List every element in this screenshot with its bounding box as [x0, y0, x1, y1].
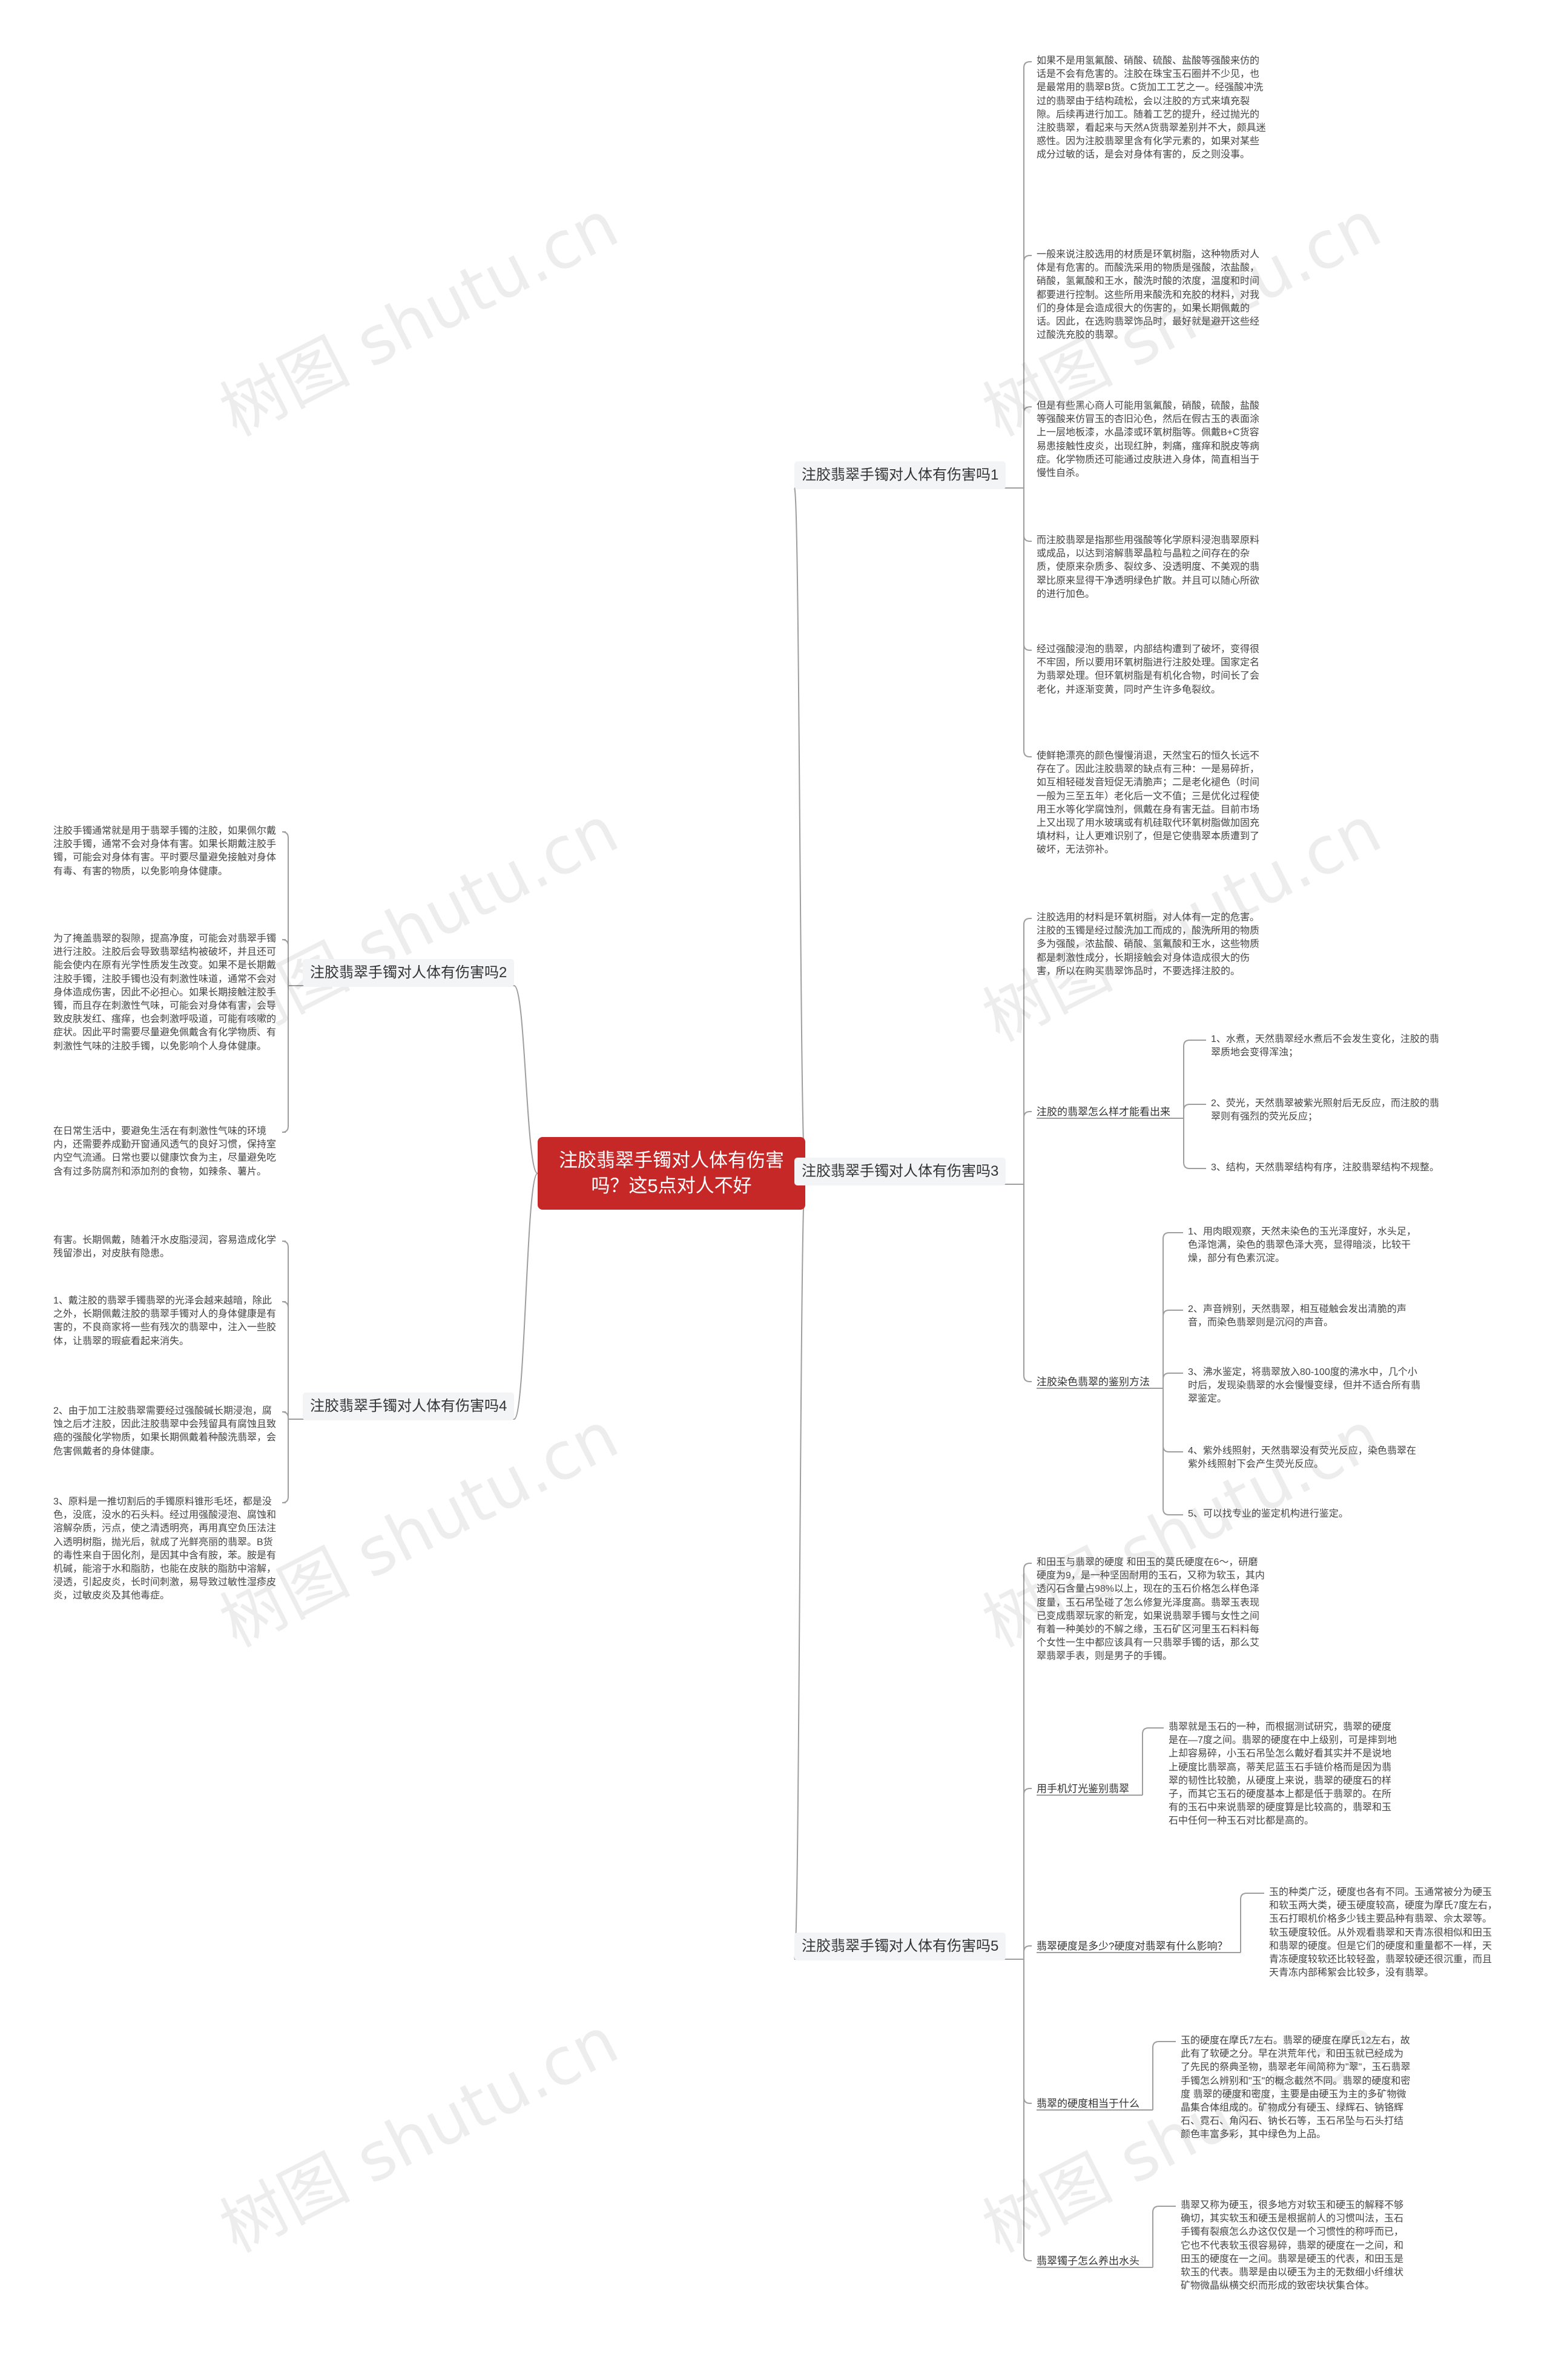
branch-2-leaf-1: 注胶手镯通常就是用于翡翠手镯的注胶，如果佩尔戴注胶手镯，通常不会对身体有害。如果… — [53, 826, 277, 877]
branch-2-leaf-3: 在日常生活中，要避免生活在有刺激性气味的环境内，还需要养成勤开窗通风透气的良好习… — [53, 1126, 277, 1177]
branch-5-sub-2[interactable]: 翡翠硬度是多少?硬度对翡翠有什么影响？ — [1037, 1940, 1228, 1952]
root-topic[interactable]: 注胶翡翠手镯对人体有伤害吗？这5点对人不好 — [538, 1137, 805, 1210]
branch-1-leaf-6: 使鲜艳漂亮的颜色慢慢消退，天然宝石的恒久长远不存在了。因此注胶翡翠的缺点有三种：… — [1037, 751, 1260, 855]
branch-1-leaf-5: 经过强酸浸泡的翡翠，内部结构遭到了破坏，变得很不牢固，所以要用环氧树脂进行注胶处… — [1037, 644, 1260, 695]
branch-5-sub-1[interactable]: 用手机灯光鉴别翡翠 — [1037, 1783, 1129, 1795]
branch-5-topic[interactable]: 注胶翡翠手镯对人体有伤害吗5 — [794, 1933, 1006, 1960]
branch-4-leaf-4: 3、原料是一推切割后的手镯原料锥形毛坯，都是没色，没底，没水的石头料。经过用强酸… — [53, 1497, 277, 1601]
branch-4-leaf-1: 有害。长期佩戴，随着汗水皮脂浸润，容易造成化学残留渗出，对皮肤有隐患。 — [53, 1235, 277, 1259]
branch-5-sub-4-leaf-1: 翡翠又称为硬玉，很多地方对软玉和硬玉的解释不够确切，其实软玉和硬玉是根据前人的习… — [1181, 2200, 1404, 2292]
branch-3-sub-2-leaf-5: 5、可以找专业的鉴定机构进行鉴定。 — [1188, 1509, 1348, 1519]
branch-3-sub-2-leaf-3: 3、沸水鉴定，将翡翠放入80-100度的沸水中，几个小时后，发现染翡翠的水会慢慢… — [1188, 1367, 1421, 1405]
branch-1-leaf-1: 如果不是用氢氟酸、硝酸、硫酸、盐酸等强酸来仿的话是不会有危害的。注胶在珠宝玉石圈… — [1037, 56, 1266, 160]
branch-3-sub-2-leaf-2: 2、声音辨别，天然翡翠，相互碰触会发出清脆的声音，而染色翡翠则是沉闷的声音。 — [1188, 1304, 1407, 1328]
branch-1-topic[interactable]: 注胶翡翠手镯对人体有伤害吗1 — [794, 461, 1006, 489]
branch-5-leaf-1: 和田玉与翡翠的硬度 和田玉的莫氏硬度在6～，研磨硬度为9，是一种坚固耐用的玉石，… — [1037, 1557, 1265, 1662]
branch-1-leaf-2: 一般来说注胶选用的材质是环氧树脂，这种物质对人体是有危害的。而酸洗采用的物质是强… — [1037, 249, 1260, 341]
branch-3-sub-2[interactable]: 注胶染色翡翠的鉴别方法 — [1037, 1376, 1150, 1388]
branch-4-leaf-3: 2、由于加工注胶翡翠需要经过强酸碱长期浸泡，腐蚀之后才注胶，因此注胶翡翠中会残留… — [53, 1406, 277, 1457]
branch-3-sub-1-leaf-3: 3、结构，天然翡翠结构有序，注胶翡翠结构不规整。 — [1211, 1162, 1439, 1173]
branch-5-sub-3[interactable]: 翡翠的硬度相当于什么 — [1037, 2098, 1139, 2109]
branch-3-sub-1[interactable]: 注胶的翡翠怎么样才能看出来 — [1037, 1106, 1170, 1118]
branch-4-leaf-2: 1、戴注胶的翡翠手镯翡翠的光泽会越来越暗，除此之外，长期佩戴注胶的翡翠手镯对人的… — [53, 1296, 277, 1347]
branch-5-sub-1-leaf-1: 翡翠就是玉石的一种，而根据测试研究，翡翠的硬度是在—7度之间。翡翠的硬度在中上级… — [1169, 1722, 1397, 1827]
branch-5-sub-2-leaf-1: 玉的种类广泛，硬度也各有不同。玉通常被分为硬玉和软玉两大类，硬玉硬度较高，硬度为… — [1269, 1887, 1497, 1979]
branch-1-leaf-3: 但是有些黑心商人可能用氢氟酸，硝酸，硫酸，盐酸等强酸来仿冒玉的杏旧沁色，然后在假… — [1037, 401, 1260, 479]
branch-3-sub-1-leaf-2: 2、荧光，天然翡翠被紫光照射后无反应，而注胶的翡翠则有强烈的荧光反应； — [1211, 1098, 1439, 1122]
branch-2-topic[interactable]: 注胶翡翠手镯对人体有伤害吗2 — [303, 959, 515, 987]
branch-1-leaf-4: 而注胶翡翠是指那些用强酸等化学原料浸泡翡翠原料或成品，以达到溶解翡翠晶粒与晶粒之… — [1037, 535, 1260, 599]
branch-5-sub-3-leaf-1: 玉的硬度在摩氏7左右。翡翠的硬度在摩氏12左右，故此有了软硬之分。早在洪荒年代，… — [1181, 2036, 1411, 2140]
branch-4-topic[interactable]: 注胶翡翠手镯对人体有伤害吗4 — [303, 1393, 515, 1420]
branch-3-sub-2-leaf-4: 4、紫外线照射，天然翡翠没有荧光反应，染色翡翠在紫外线照射下会产生荧光反应。 — [1188, 1446, 1416, 1470]
branch-3-leaf-1: 注胶选用的材料是环氧树脂，对人体有一定的危害。注胶的玉镯是经过酸洗加工而成的，酸… — [1037, 912, 1260, 977]
branch-2-leaf-2: 为了掩盖翡翠的裂隙，提高净度，可能会对翡翠手镯进行注胶。注胶后会导致翡翠结构被破… — [53, 934, 277, 1052]
branch-5-sub-4[interactable]: 翡翠镯子怎么养出水头 — [1037, 2255, 1139, 2267]
branch-3-sub-1-leaf-1: 1、水煮，天然翡翠经水煮后不会发生变化，注胶的翡翠质地会变得浑浊； — [1211, 1034, 1439, 1058]
branch-3-sub-2-leaf-1: 1、用肉眼观察，天然未染色的玉光泽度好，水头足，色泽饱满，染色的翡翠色泽大亮，显… — [1188, 1227, 1416, 1264]
branch-3-topic[interactable]: 注胶翡翠手镯对人体有伤害吗3 — [794, 1158, 1006, 1185]
